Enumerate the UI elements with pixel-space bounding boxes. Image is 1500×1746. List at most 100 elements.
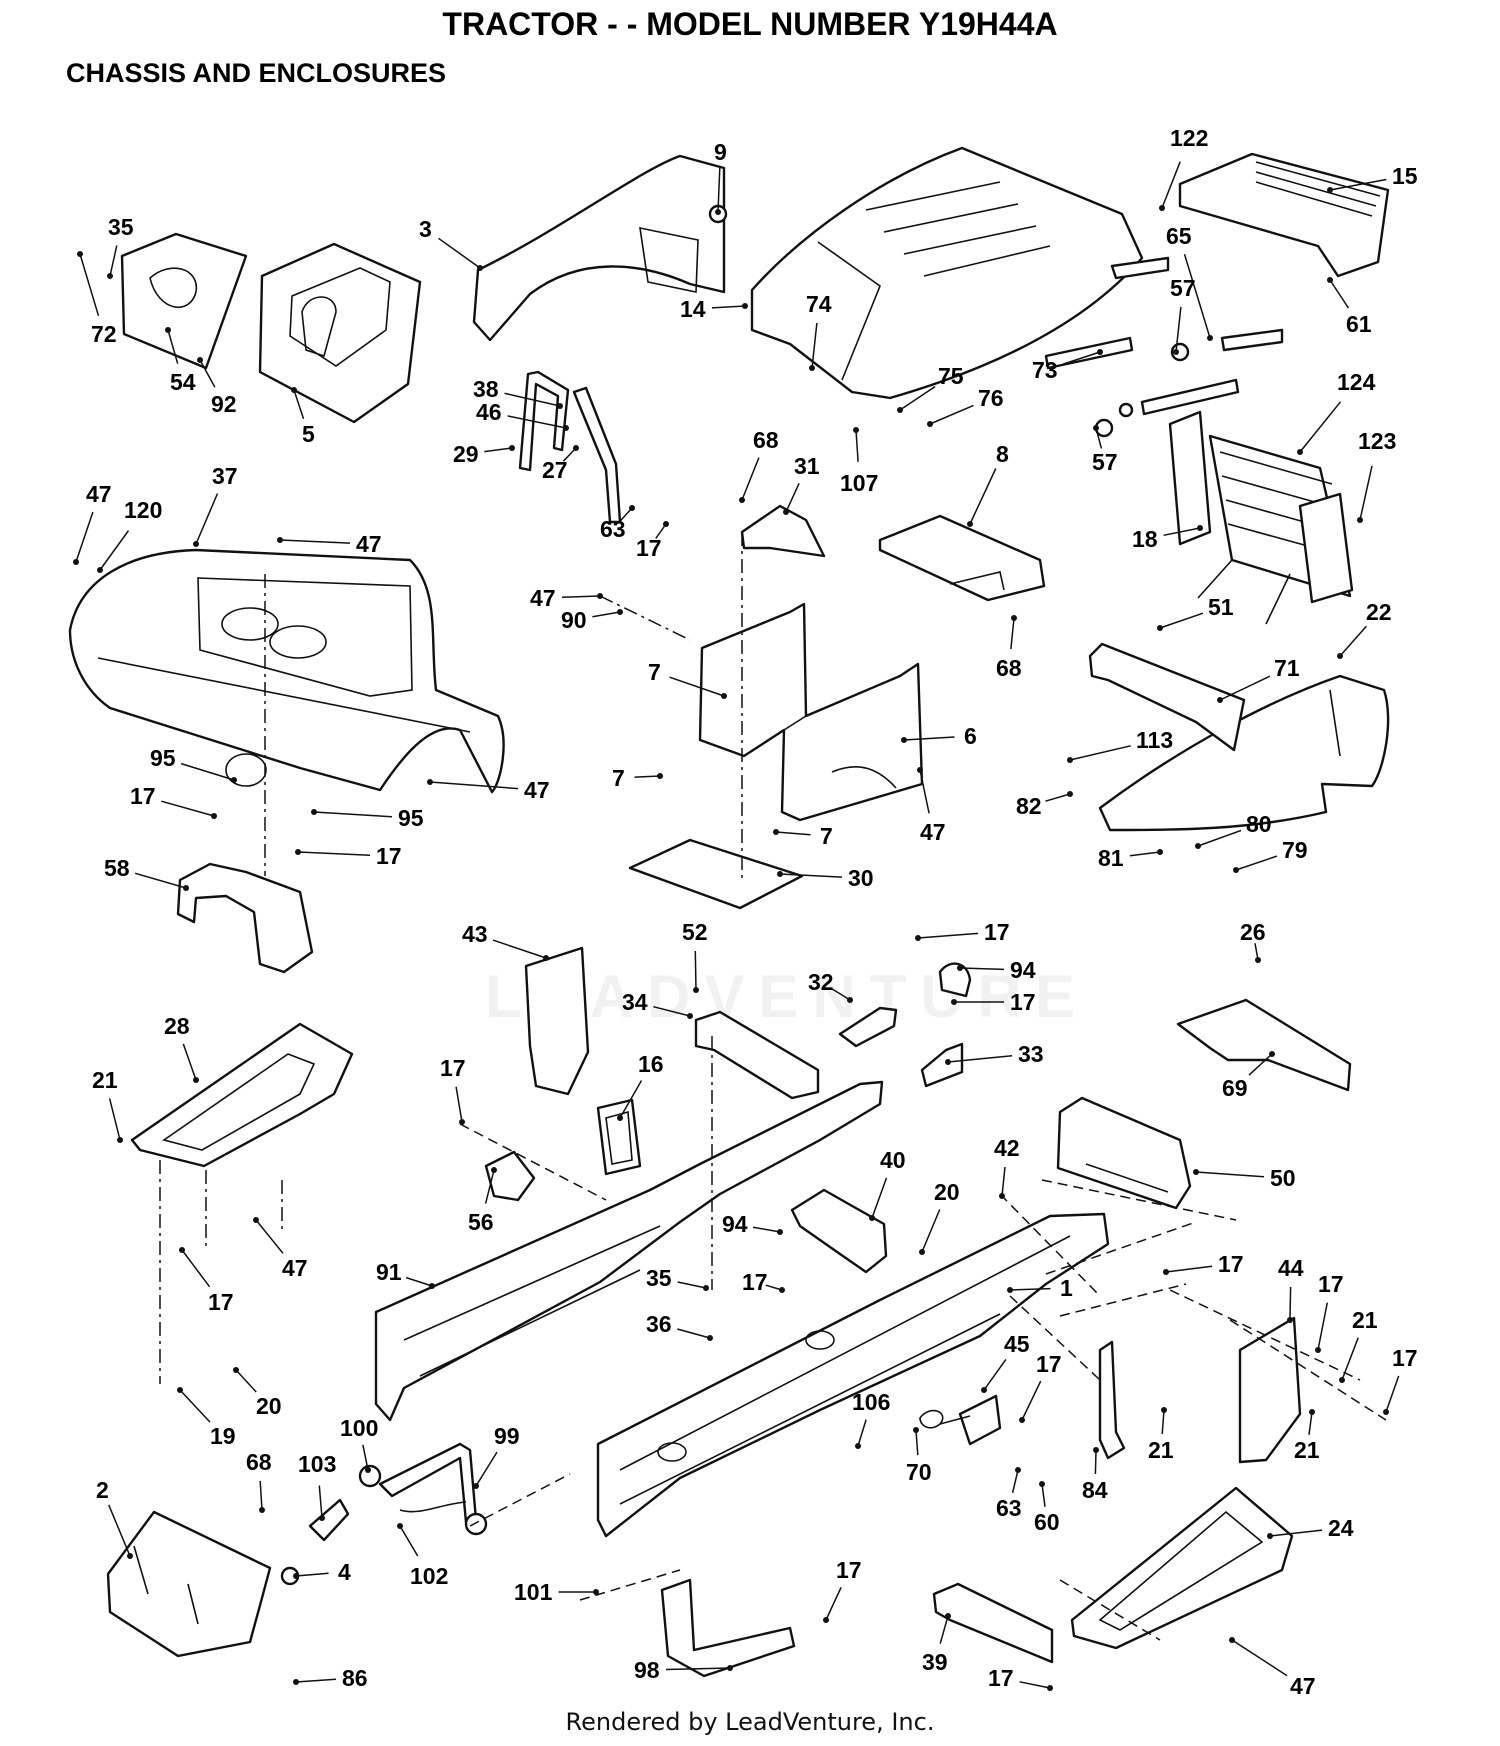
callout-54: 54 [165, 327, 196, 395]
fastener-point [117, 1137, 123, 1143]
fastener-point [715, 209, 721, 215]
fastener-point [277, 537, 283, 543]
part-number-label: 47 [1290, 1673, 1316, 1699]
part-number-label: 17 [440, 1055, 466, 1081]
callout-75: 75 [897, 363, 964, 413]
leader-line [429, 781, 519, 790]
part-number-label: 102 [410, 1563, 448, 1589]
part-number-label: 17 [836, 1557, 862, 1583]
part-number-label: 36 [646, 1311, 672, 1337]
fastener-point [1267, 1533, 1273, 1539]
part-number-label: 33 [1018, 1041, 1044, 1067]
part-number-label: 18 [1132, 526, 1158, 552]
leader-line [1045, 793, 1071, 802]
part-number-label: 92 [211, 391, 237, 417]
fastener-point [1157, 625, 1163, 631]
fastener-point [855, 1443, 861, 1449]
fastener-point [127, 1553, 133, 1559]
callout-17: 17 [951, 989, 1036, 1015]
part-number-label: 94 [1010, 957, 1036, 983]
fastener-point [853, 427, 859, 433]
part-number-label: 81 [1098, 845, 1124, 871]
part-floor-plate [628, 838, 804, 910]
leader-line [181, 1249, 211, 1288]
leader-line [1129, 851, 1161, 857]
fastener-point [809, 365, 815, 371]
leader-line [983, 1358, 1007, 1391]
part-number-label: 17 [1318, 1271, 1344, 1297]
leader-line [677, 1328, 711, 1339]
part-number-label: 51 [1208, 594, 1234, 620]
leader-line [179, 1389, 211, 1423]
leader-line [1248, 1053, 1273, 1076]
fastener-point [1007, 1287, 1013, 1293]
fastener-point [617, 609, 623, 615]
part-number-label: 3 [419, 216, 432, 242]
part-number-label: 47 [524, 777, 550, 803]
part-number-label: 21 [1294, 1437, 1320, 1463]
leader-line [717, 167, 721, 213]
fastener-point [1047, 1685, 1053, 1691]
part-number-label: 80 [1246, 811, 1272, 837]
callout-47: 47 [277, 531, 382, 557]
callout-28: 28 [164, 1013, 199, 1083]
leader-line [195, 493, 219, 545]
part-side-panel [472, 154, 726, 342]
leader-line [313, 811, 393, 818]
callout-21: 21 [1148, 1407, 1174, 1463]
leader-line [634, 775, 661, 778]
callout-47: 47 [917, 767, 946, 845]
leader-line [939, 1615, 949, 1644]
fastener-point [1357, 517, 1363, 523]
fastener-point [727, 1665, 733, 1671]
callout-31: 31 [783, 453, 820, 515]
part-number-label: 94 [722, 1211, 748, 1237]
leader-line [1021, 1380, 1042, 1421]
callout-69: 69 [1222, 1051, 1275, 1101]
leader-line [1197, 829, 1242, 847]
part-number-label: 16 [638, 1051, 664, 1077]
callout-86: 86 [293, 1665, 368, 1691]
fastener-point [663, 521, 669, 527]
part-shroud [1176, 998, 1352, 1092]
part-number-label: 15 [1392, 163, 1418, 189]
callout-120: 120 [97, 497, 162, 573]
part-number-label: 40 [880, 1147, 906, 1173]
hidden-assembly-lines [159, 532, 1387, 1641]
part-number-label: 68 [996, 655, 1022, 681]
part-number-label: 54 [170, 369, 196, 395]
part-number-label: 99 [494, 1423, 520, 1449]
callout-36: 36 [646, 1311, 713, 1341]
part-number-label: 30 [848, 865, 874, 891]
callout-61: 61 [1327, 277, 1372, 337]
callout-102: 102 [397, 1523, 448, 1589]
callout-43: 43 [462, 921, 549, 961]
callout-17: 17 [179, 1247, 234, 1315]
leader-line [405, 1276, 433, 1287]
leader-line [199, 359, 216, 388]
callout-20: 20 [233, 1367, 282, 1419]
part-number-label: 71 [1274, 655, 1300, 681]
part-number-label: 37 [212, 463, 238, 489]
fastener-point [917, 767, 923, 773]
part-seat-plate [878, 514, 1046, 602]
fastener-point [1067, 791, 1073, 797]
part-number-label: 106 [852, 1389, 890, 1415]
part-number-label: 122 [1170, 125, 1208, 151]
fastener-point [823, 1617, 829, 1623]
callout-72: 72 [77, 251, 117, 347]
leader-line [562, 447, 577, 462]
callout-17: 17 [823, 1557, 862, 1623]
leader-line [1219, 675, 1271, 701]
fastener-point [1287, 1317, 1293, 1323]
callout-79: 79 [1233, 837, 1308, 873]
part-number-label: 70 [906, 1459, 932, 1485]
leader-line [592, 611, 621, 618]
part-number-label: 2 [96, 1477, 109, 1503]
part-number-label: 63 [600, 516, 626, 542]
part-hood-link [1110, 256, 1170, 280]
leader-line [293, 389, 305, 420]
callout-95: 95 [150, 745, 237, 783]
part-number-label: 7 [648, 659, 661, 685]
fastener-point [1011, 615, 1017, 621]
